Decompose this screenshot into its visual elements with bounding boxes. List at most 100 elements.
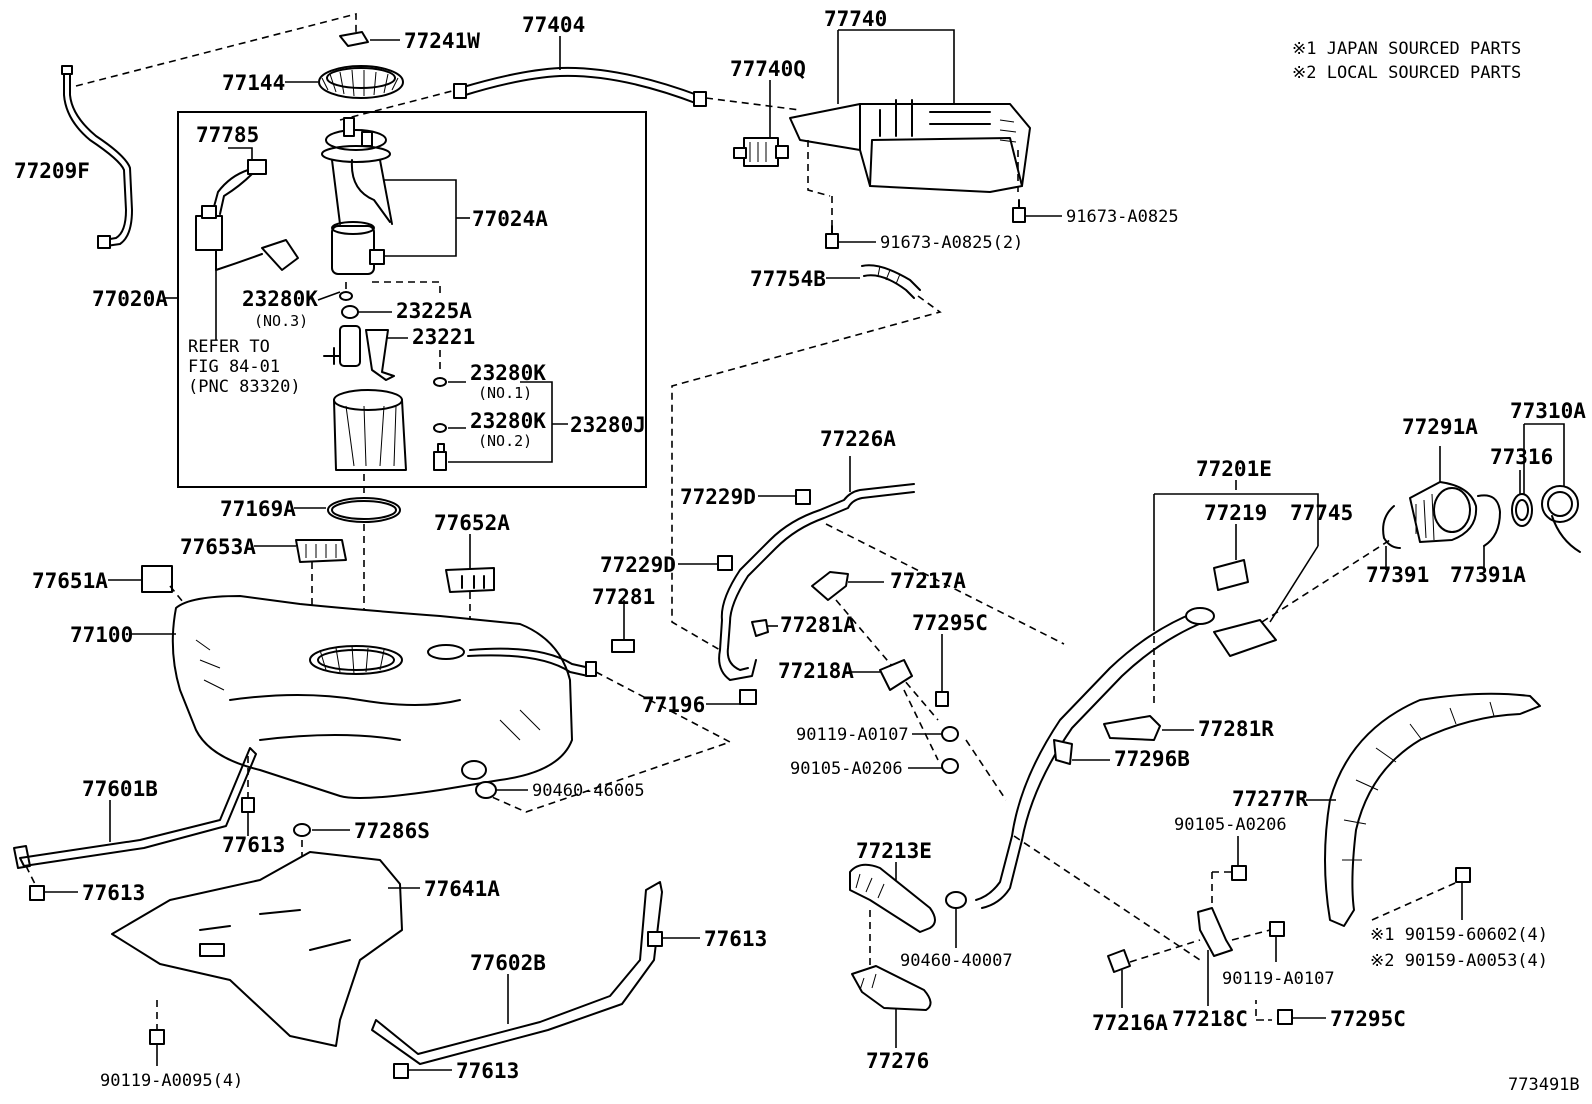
part-77740Q-drawing bbox=[733, 137, 789, 167]
part-77216A-drawing bbox=[1107, 949, 1131, 973]
label-77213E: 77213E bbox=[856, 839, 932, 863]
part-77219-drawing bbox=[1213, 559, 1249, 591]
bolt-91673-a-drawing bbox=[1012, 199, 1026, 223]
label-refer-1: REFER TO bbox=[188, 337, 270, 357]
lead-77201E bbox=[1154, 493, 1319, 546]
label-23280K-no1: 23280K bbox=[470, 361, 546, 385]
label-77169A: 77169A bbox=[220, 497, 296, 521]
part-77281R-drawing bbox=[1103, 715, 1161, 741]
bolt-90119-A0107-b-drawing bbox=[1269, 921, 1285, 937]
dash-77613-b bbox=[25, 865, 37, 887]
part-23280J-filter-drawing bbox=[433, 443, 447, 471]
label-77281R: 77281R bbox=[1198, 717, 1274, 741]
label-77020A: 77020A bbox=[92, 287, 168, 311]
label-77613-a: 77613 bbox=[222, 833, 285, 857]
bolt-90159-drawing bbox=[1455, 867, 1471, 883]
label-77316: 77316 bbox=[1490, 445, 1553, 469]
part-77277R-drawing bbox=[1324, 692, 1541, 927]
lead-23280J bbox=[448, 381, 568, 463]
label-90460-46005: 90460-46005 bbox=[532, 781, 645, 801]
part-23225A-drawing bbox=[341, 305, 359, 319]
dash-77209F bbox=[75, 12, 357, 87]
figure-id: 773491B bbox=[1508, 1075, 1580, 1095]
dash-77754B bbox=[671, 295, 942, 651]
label-77201E: 77201E bbox=[1196, 457, 1272, 481]
label-90119-A0107-a: 90119-A0107 bbox=[796, 725, 909, 745]
label-77296B: 77296B bbox=[1114, 747, 1190, 771]
part-77652A-drawing bbox=[445, 567, 495, 593]
dash-77651A bbox=[169, 585, 231, 661]
part-77291A-drawing bbox=[1409, 481, 1478, 543]
label-23280K-no3: 23280K bbox=[242, 287, 318, 311]
label-77216A: 77216A bbox=[1092, 1011, 1168, 1035]
part-77201E-drawing bbox=[975, 607, 1215, 909]
label-77613-d: 77613 bbox=[456, 1059, 519, 1083]
bolt-90105-A0206-b-drawing bbox=[1231, 865, 1247, 881]
label-77209F: 77209F bbox=[14, 159, 90, 183]
part-77740-drawing bbox=[789, 99, 1031, 193]
lead-77024A bbox=[384, 179, 457, 257]
part-77745-drawing bbox=[1213, 619, 1277, 657]
label-77785: 77785 bbox=[196, 123, 259, 147]
lead-23280K-b-c bbox=[448, 381, 466, 429]
part-77404-drawing bbox=[453, 66, 707, 107]
dash-77216A bbox=[1013, 835, 1201, 963]
label-77286S: 77286S bbox=[354, 819, 430, 843]
label-23225A: 23225A bbox=[396, 299, 472, 323]
note-local-sourced: ※2 LOCAL SOURCED PARTS bbox=[1292, 63, 1521, 83]
lead-77745 bbox=[1269, 545, 1319, 623]
part-77310A-drawing bbox=[1541, 485, 1581, 553]
part-77229D-b-drawing bbox=[717, 555, 733, 571]
label-77754B: 77754B bbox=[750, 267, 826, 291]
label-refer-3: (PNC 83320) bbox=[188, 377, 301, 397]
dash-77745 bbox=[1261, 539, 1391, 623]
bolt-90105-A0206-a-drawing bbox=[941, 758, 959, 774]
bolt-77613-d-drawing bbox=[393, 1063, 409, 1079]
dash-77217A bbox=[825, 523, 1065, 721]
part-77651A-drawing bbox=[141, 565, 173, 593]
bolt-90119-A0107-a-drawing bbox=[941, 726, 959, 742]
label-77310A: 77310A bbox=[1510, 399, 1586, 423]
label-23280J: 23280J bbox=[570, 413, 646, 437]
label-90105-A0206-a: 90105-A0206 bbox=[790, 759, 903, 779]
part-77281-drawing bbox=[611, 639, 635, 653]
part-77641A-drawing bbox=[111, 851, 403, 1047]
part-77209F-drawing bbox=[61, 65, 133, 249]
dash-77281 bbox=[475, 671, 733, 813]
label-77241W: 77241W bbox=[404, 29, 480, 53]
part-77391A-drawing bbox=[1477, 494, 1501, 547]
part-77218A-drawing bbox=[879, 659, 913, 691]
label-23280K-no2-sub: (NO.2) bbox=[478, 432, 532, 450]
label-90119-A0107-b: 90119-A0107 bbox=[1222, 969, 1335, 989]
part-77295C-b-drawing bbox=[1277, 1009, 1293, 1025]
part-77169A-inner bbox=[331, 500, 397, 520]
label-77100: 77100 bbox=[70, 623, 133, 647]
label-77404: 77404 bbox=[522, 13, 585, 37]
label-77024A: 77024A bbox=[472, 207, 548, 231]
label-77651A: 77651A bbox=[32, 569, 108, 593]
label-23280K-no1-sub: (NO.1) bbox=[478, 384, 532, 402]
part-23280K-no2-drawing bbox=[433, 423, 447, 433]
label-77653A: 77653A bbox=[180, 535, 256, 559]
label-77229D-b: 77229D bbox=[600, 553, 676, 577]
part-pump-cup-drawing bbox=[333, 389, 407, 471]
label-77229D-a: 77229D bbox=[680, 485, 756, 509]
part-77391-drawing bbox=[1382, 505, 1401, 549]
label-77601B: 77601B bbox=[82, 777, 158, 801]
part-77286S-drawing bbox=[293, 823, 311, 837]
bolt-90119-A0095-drawing bbox=[149, 1029, 165, 1045]
label-77218A: 77218A bbox=[778, 659, 854, 683]
dash-77404 bbox=[705, 97, 801, 111]
part-77024A-drawing bbox=[321, 117, 393, 275]
part-77785-drawing bbox=[195, 159, 299, 271]
dash-77144 bbox=[339, 89, 457, 121]
label-77281A: 77281A bbox=[780, 613, 856, 637]
label-77295C-a: 77295C bbox=[912, 611, 988, 635]
part-77601B-drawing bbox=[13, 747, 257, 869]
fuel-pump-group-box bbox=[177, 111, 647, 488]
part-77100-tank-drawing bbox=[171, 595, 597, 799]
label-23280K-no2: 23280K bbox=[470, 409, 546, 433]
label-90159-jp: ※1 90159-60602(4) bbox=[1370, 925, 1548, 945]
